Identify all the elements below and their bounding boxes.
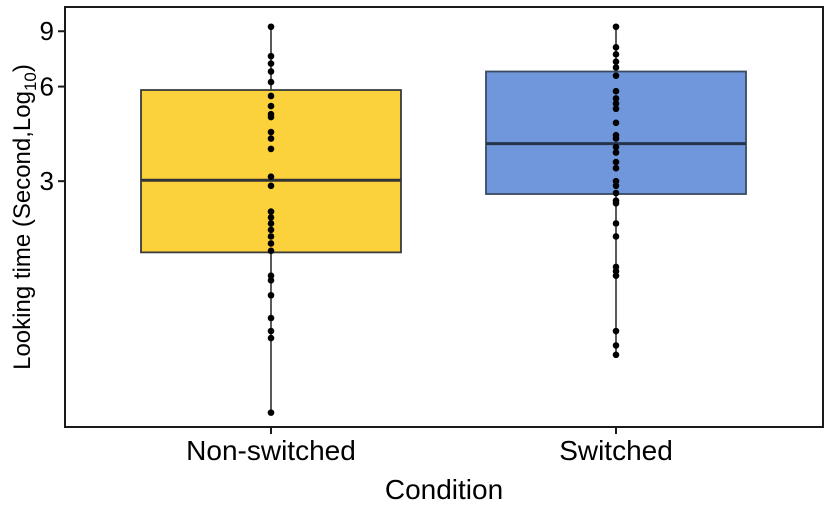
jitter-point-non-switched: [267, 272, 275, 280]
jitter-point-non-switched: [267, 52, 275, 60]
jitter-point-switched: [612, 135, 620, 142]
jitter-point-non-switched: [267, 135, 275, 142]
jitter-point-non-switched: [267, 173, 275, 180]
jitter-point-non-switched: [267, 226, 275, 234]
jitter-point-switched: [612, 272, 620, 280]
y-tick-label: 3: [40, 166, 54, 196]
jitter-point-non-switched: [267, 334, 275, 342]
jitter-point-non-switched: [267, 78, 275, 86]
x-category-label-switched: Switched: [559, 435, 673, 466]
jitter-point-switched: [612, 64, 620, 71]
jitter-point-non-switched: [267, 220, 275, 227]
jitter-point-non-switched: [267, 182, 275, 190]
jitter-point-switched: [612, 200, 620, 207]
jitter-point-non-switched: [267, 23, 275, 31]
jitter-point-switched: [612, 23, 620, 31]
y-axis-title-prefix: Looking time (Second,Log: [9, 91, 36, 370]
jitter-point-non-switched: [267, 92, 275, 100]
jitter-point-non-switched: [267, 102, 275, 110]
jitter-point-switched: [612, 327, 620, 335]
jitter-point-switched: [612, 51, 620, 58]
jitter-point-switched: [612, 164, 620, 172]
jitter-point-non-switched: [267, 247, 275, 255]
jitter-point-non-switched: [267, 327, 275, 335]
y-axis-title: Looking time (Second,Log10): [9, 64, 40, 370]
jitter-point-switched: [612, 182, 620, 190]
jitter-point-switched: [612, 44, 620, 51]
y-axis-title-subscript: 10: [21, 72, 40, 91]
jitter-point-non-switched: [267, 68, 275, 75]
jitter-point-switched: [612, 105, 620, 113]
jitter-point-switched: [612, 189, 620, 197]
jitter-point-switched: [612, 149, 620, 156]
jitter-point-non-switched: [267, 128, 275, 136]
jitter-point-switched: [612, 233, 620, 240]
jitter-point-switched: [612, 158, 620, 166]
jitter-point-non-switched: [267, 240, 275, 247]
jitter-point-non-switched: [267, 208, 275, 215]
y-tick-label: 6: [40, 72, 54, 102]
jitter-point-non-switched: [267, 314, 275, 322]
jitter-point-switched: [612, 72, 620, 79]
x-category-label-non-switched: Non-switched: [186, 435, 356, 466]
jitter-point-switched: [612, 143, 620, 151]
jitter-point-switched: [612, 351, 620, 359]
jitter-point-switched: [612, 58, 620, 65]
jitter-point-non-switched: [267, 60, 275, 67]
jitter-point-switched: [612, 220, 620, 227]
jitter-point-switched: [612, 342, 620, 349]
jitter-point-non-switched: [267, 291, 275, 299]
x-axis-title: Condition: [385, 474, 503, 505]
y-axis-title-suffix: ): [9, 64, 36, 72]
jitter-point-switched: [612, 119, 620, 127]
jitter-point-non-switched: [267, 277, 275, 284]
jitter-point-non-switched: [267, 409, 275, 416]
jitter-point-non-switched: [267, 145, 275, 153]
jitter-point-non-switched: [267, 214, 275, 221]
jitter-point-switched: [612, 177, 620, 185]
jitter-point-non-switched: [267, 233, 275, 240]
jitter-point-switched: [612, 100, 620, 107]
jitter-point-non-switched: [267, 113, 275, 121]
y-tick-label: 9: [40, 16, 54, 46]
jitter-point-switched: [612, 95, 620, 102]
jitter-point-switched: [612, 87, 620, 95]
